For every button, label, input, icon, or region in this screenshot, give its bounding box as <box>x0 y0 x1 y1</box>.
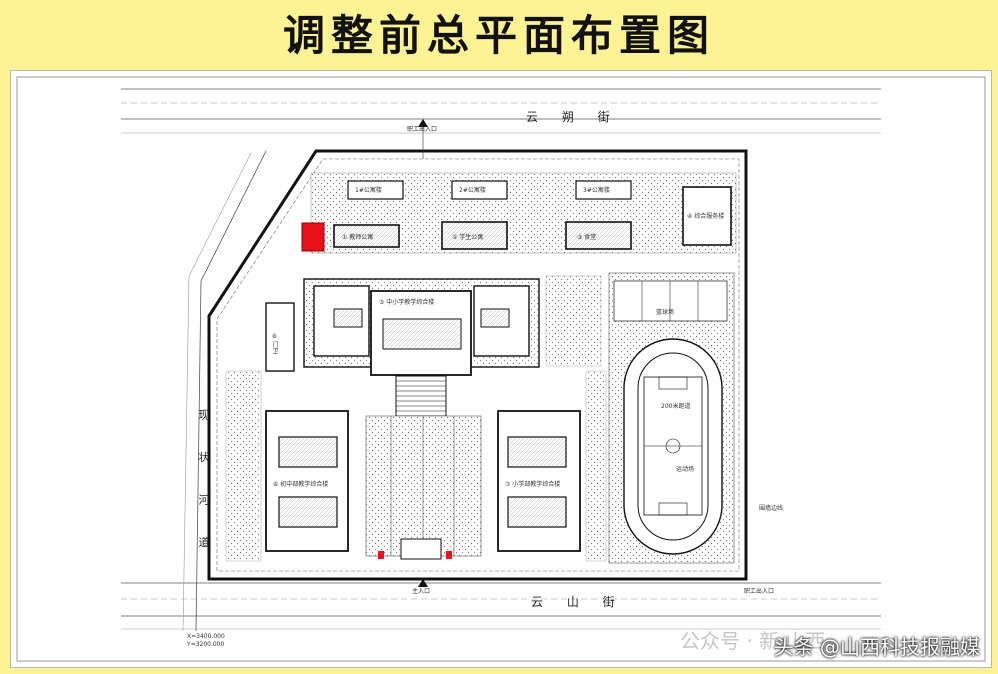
site-boundary <box>207 149 748 581</box>
coordinate-label: X=3400.000 <box>187 633 225 640</box>
outbuilding <box>575 180 632 200</box>
outbuilding <box>451 180 508 200</box>
building <box>265 410 349 552</box>
building-label: ⑦ 小学部教学综合楼 <box>505 481 561 488</box>
field-label: 运动场 <box>676 466 695 473</box>
building-label: ⑧ 门卫 <box>271 333 278 354</box>
south-street-label: 云 山 街 <box>531 595 625 609</box>
gate-marker <box>446 551 452 559</box>
track-label: 200米跑道 <box>661 403 691 410</box>
north-gate-label: 职工出入口 <box>407 126 438 133</box>
east-note: 围墙边线 <box>759 505 784 512</box>
site-plan-sheet: 云 朔 街 云 山 街 现 状 河 道 职工出入口 主入口 职工出入口 1#公寓… <box>10 70 992 668</box>
coordinate-label: Y=3200.000 <box>187 641 225 648</box>
highlighted-building <box>301 222 325 252</box>
drawing-frame <box>16 76 986 662</box>
southeast-gate-label: 职工出入口 <box>744 588 775 595</box>
building-label: ① 教师公寓 <box>342 234 374 241</box>
site-plan-drawing <box>16 76 986 662</box>
main-gate <box>400 538 442 560</box>
building-label: ⑥ 初中部教学综合楼 <box>273 481 329 488</box>
outbuilding-label: 3#公寓楼 <box>583 187 610 194</box>
building <box>682 186 732 246</box>
page-title: 调整前总平面布置图 <box>282 10 715 60</box>
outbuilding-label: 2#公寓楼 <box>459 187 486 194</box>
watermark-ghost: 公众号 · 新 山西 <box>680 629 826 653</box>
building-label: ⑤ 中小学教学综合楼 <box>379 299 435 306</box>
building <box>333 224 400 248</box>
south-gate-label: 主入口 <box>412 588 431 595</box>
courts-label: 篮球场 <box>656 309 675 316</box>
watermark-text: 头条 @山西科技报融媒 <box>773 635 980 659</box>
building <box>265 302 295 372</box>
gate-marker <box>378 551 384 559</box>
basketball-courts <box>613 280 728 322</box>
building <box>441 221 508 250</box>
building-label: ③ 食堂 <box>577 234 597 241</box>
entrance-steps <box>395 375 447 417</box>
outbuilding <box>347 180 404 200</box>
building <box>497 410 581 552</box>
north-street-label: 云 朔 街 <box>526 110 620 124</box>
building <box>565 221 632 250</box>
building-label: ② 学生公寓 <box>452 234 484 241</box>
river-label: 现 状 河 道 <box>197 409 210 562</box>
outbuilding-label: 1#公寓楼 <box>355 187 382 194</box>
building-label: ④ 综合服务楼 <box>687 213 725 220</box>
